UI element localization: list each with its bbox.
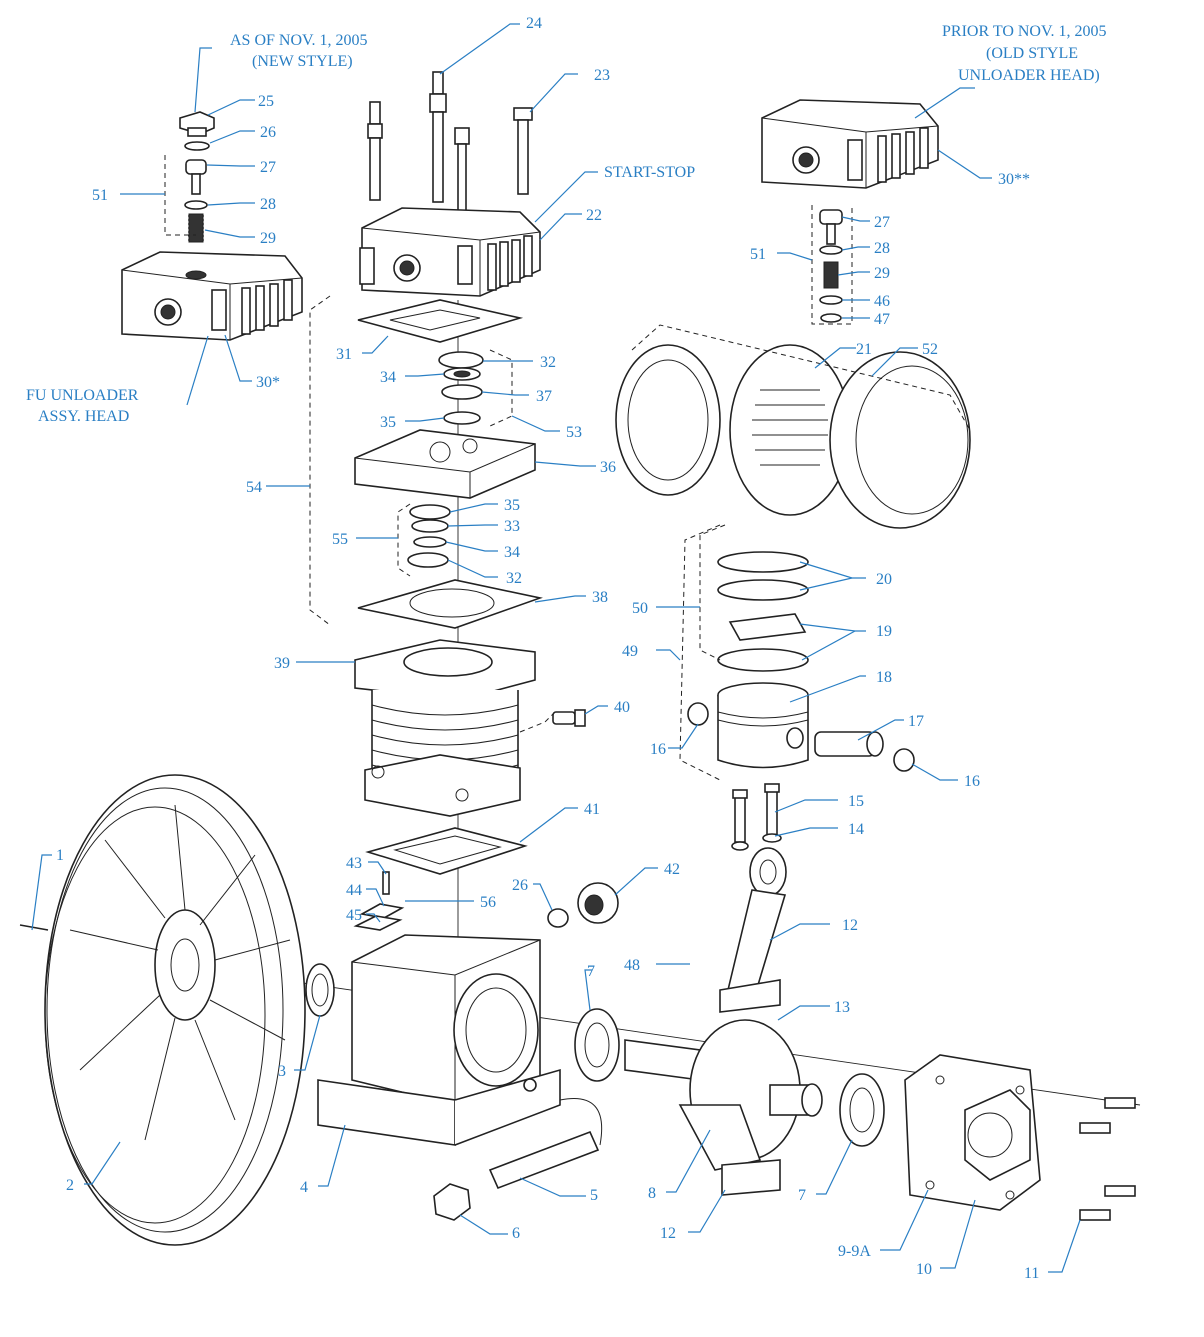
callout-5: 5 (590, 1187, 598, 1204)
callout-6: 6 (512, 1225, 520, 1242)
callout-53: 53 (566, 424, 582, 441)
callout-35-bottom: 35 (504, 497, 520, 514)
callout-49: 49 (622, 643, 638, 660)
callout-47: 47 (874, 311, 890, 328)
callout-12-top: 12 (842, 917, 858, 934)
callout-24: 24 (526, 15, 542, 32)
breather-plug (552, 709, 586, 727)
callout-32-top: 32 (540, 354, 556, 371)
callout-34-top: 34 (380, 369, 396, 386)
flywheel-pulley (19, 774, 306, 1246)
base-gasket (353, 827, 528, 931)
callout-26-top: 26 (260, 124, 276, 141)
callout-43: 43 (346, 855, 362, 872)
callout-30-new: 30* (256, 374, 280, 391)
callout-10: 10 (916, 1261, 932, 1278)
callout-leaders (31, 23, 1081, 1273)
callout-12-bottom: 12 (660, 1225, 676, 1242)
callout-23: 23 (594, 67, 610, 84)
callout-32-bottom: 32 (506, 570, 522, 587)
callout-7-left: 7 (587, 963, 595, 980)
diagram-notes: AS OF NOV. 1, 2005 (NEW STYLE) PRIOR TO … (26, 23, 1106, 425)
callout-50: 50 (632, 600, 648, 617)
callout-19: 19 (876, 623, 892, 640)
callout-4: 4 (300, 1179, 308, 1196)
callout-13: 13 (834, 999, 850, 1016)
unloader-head-new-style (121, 111, 303, 341)
callout-34-bottom: 34 (504, 544, 520, 561)
callout-16-right: 16 (964, 773, 980, 790)
callout-45: 45 (346, 907, 362, 924)
note-new-style-line1: AS OF NOV. 1, 2005 (230, 32, 368, 49)
callout-21: 21 (856, 341, 872, 358)
callout-2: 2 (66, 1177, 74, 1194)
crankshaft (624, 1019, 823, 1171)
note-fu-unloader-line1: FU UNLOADER (26, 387, 139, 404)
callout-55: 55 (332, 531, 348, 548)
callout-56: 56 (480, 894, 496, 911)
callout-9: 9-9A (838, 1243, 871, 1260)
callout-36: 36 (600, 459, 616, 476)
callout-46: 46 (874, 293, 890, 310)
callout-numbers: 1 2 3 4 5 6 7 7 8 9-9A 10 11 12 12 13 14… (56, 15, 1039, 1282)
callout-26-bottom: 26 (512, 877, 528, 894)
callout-15: 15 (848, 793, 864, 810)
callout-7-right: 7 (798, 1187, 806, 1204)
callout-52: 52 (922, 341, 938, 358)
callout-27-left: 27 (260, 159, 276, 176)
callout-35-top: 35 (380, 414, 396, 431)
callout-41: 41 (584, 801, 600, 818)
note-start-stop: START-STOP (604, 164, 695, 181)
head-bolts (367, 71, 533, 215)
piston-assembly (679, 524, 915, 781)
callout-29-right: 29 (874, 265, 890, 282)
crankcase (317, 934, 561, 1146)
callout-3: 3 (278, 1063, 286, 1080)
callout-33: 33 (504, 518, 520, 535)
callout-31: 31 (336, 346, 352, 363)
callout-51-right: 51 (750, 246, 766, 263)
callout-40: 40 (614, 699, 630, 716)
callout-20: 20 (876, 571, 892, 588)
callout-28-left: 28 (260, 196, 276, 213)
drain-assembly (433, 1098, 603, 1221)
callout-17: 17 (908, 713, 924, 730)
note-new-style-line2: (NEW STYLE) (252, 53, 353, 70)
callout-29-left: 29 (260, 230, 276, 247)
callout-1: 1 (56, 847, 64, 864)
callout-8: 8 (648, 1185, 656, 1202)
callout-48: 48 (624, 957, 640, 974)
callout-25: 25 (258, 93, 274, 110)
note-fu-unloader-line2: ASSY. HEAD (38, 408, 129, 425)
cylinder-block (354, 639, 556, 817)
callout-27-right: 27 (874, 214, 890, 231)
callout-16-left: 16 (650, 741, 666, 758)
note-old-style-line2: (OLD STYLE (986, 45, 1078, 62)
callout-18: 18 (876, 669, 892, 686)
unloader-head-old-style (761, 99, 939, 325)
callout-28-right: 28 (874, 240, 890, 257)
callout-14: 14 (848, 821, 864, 838)
callout-44: 44 (346, 882, 362, 899)
cylinder-head-main (359, 207, 541, 297)
callout-22: 22 (586, 207, 602, 224)
callout-30-old: 30** (998, 171, 1030, 188)
bearings-seals (305, 882, 885, 1147)
callout-42: 42 (664, 861, 680, 878)
connecting-rod (719, 783, 787, 1196)
callout-51-left: 51 (92, 187, 108, 204)
note-old-style-line1: PRIOR TO NOV. 1, 2005 (942, 23, 1106, 40)
callout-54: 54 (246, 479, 262, 496)
valve-plate-assembly (309, 295, 543, 629)
air-filter (615, 324, 971, 529)
callout-37: 37 (536, 388, 552, 405)
callout-39: 39 (274, 655, 290, 672)
callout-38: 38 (592, 589, 608, 606)
callout-11: 11 (1024, 1265, 1039, 1282)
bearing-cover (904, 1054, 1136, 1221)
note-old-style-line3: UNLOADER HEAD) (958, 67, 1100, 84)
